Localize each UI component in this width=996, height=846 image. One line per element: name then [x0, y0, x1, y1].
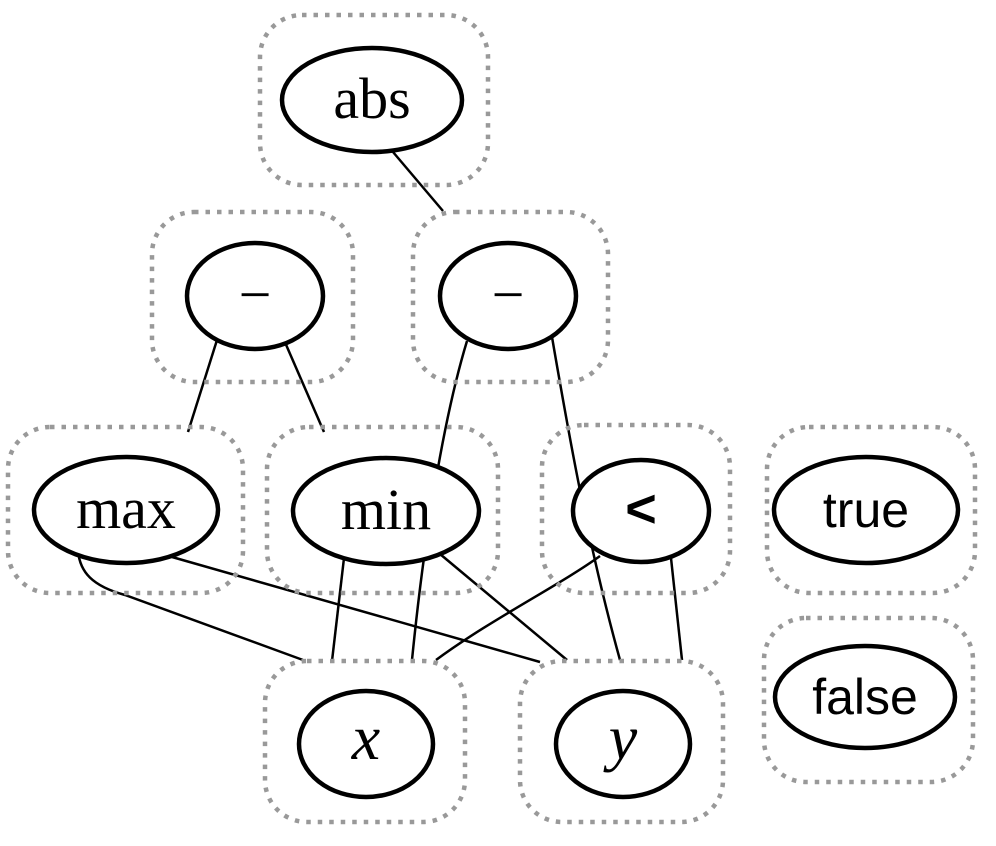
edge-lt-y: [669, 557, 684, 661]
eclass-y: y: [517, 658, 726, 825]
node-minus2: [437, 240, 579, 352]
node-label-true: true: [823, 482, 909, 538]
eclass-box-abs: [257, 12, 491, 188]
edge-minus1-max: [186, 339, 219, 433]
eclass-box-max: [5, 424, 246, 596]
eclass-box-x: [262, 658, 468, 825]
edge-min-x: [330, 557, 346, 662]
node-abs: [279, 45, 465, 155]
node-label-min: min: [341, 477, 431, 542]
eclass-box-minus1: [149, 209, 356, 385]
eclass-box-min: [264, 424, 501, 596]
node-min: [290, 455, 482, 567]
node-label-false: false: [812, 669, 918, 725]
node-label-max: max: [76, 476, 176, 541]
node-label-minus1: −: [239, 262, 272, 327]
eclass-box-y: [517, 658, 726, 825]
node-true: [771, 454, 961, 566]
edge-abs-minus2: [392, 151, 444, 212]
eclass-box-false: [761, 615, 976, 785]
node-label-x: x: [351, 702, 380, 773]
node-y: [553, 688, 693, 800]
eclass-x: x: [262, 658, 468, 825]
eclass-true: true: [764, 424, 978, 596]
eclass-lt: <: [539, 422, 733, 596]
eclass-minus2: −: [410, 209, 611, 385]
node-label-abs: abs: [333, 66, 410, 131]
edge-min-y: [439, 553, 568, 661]
edge-max-y: [171, 555, 541, 664]
node-label-y: y: [603, 702, 638, 773]
edge-lt-x: [435, 554, 601, 662]
node-label-lt: <: [625, 479, 657, 539]
node-false: [772, 643, 958, 751]
eclass-box-minus2: [410, 209, 611, 385]
eclass-box-true: [764, 424, 978, 596]
edge-max-x: [76, 550, 304, 662]
edge-layer: [76, 151, 684, 664]
node-lt: [570, 457, 712, 565]
node-max: [31, 454, 221, 566]
eclass-false: false: [761, 615, 976, 785]
eclass-box-lt: [539, 422, 733, 596]
eclass-max: max: [5, 424, 246, 596]
edge-minus1-min: [282, 339, 326, 433]
node-minus1: [184, 240, 326, 352]
node-x: [296, 688, 436, 800]
eclass-minus1: −: [149, 209, 356, 385]
eclass-min: min: [264, 424, 501, 596]
node-label-minus2: −: [492, 262, 525, 327]
eclass-abs: abs: [257, 12, 491, 188]
